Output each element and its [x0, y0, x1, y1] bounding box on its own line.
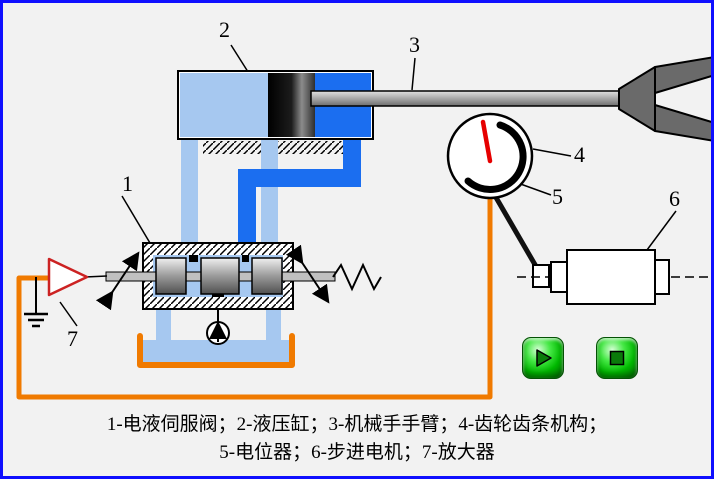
pressure-pipe	[238, 137, 361, 253]
potentiometer-arc	[464, 121, 527, 193]
callout-1: 1	[122, 171, 133, 196]
schematic-svg	[16, 44, 711, 400]
servo-valve	[105, 242, 336, 310]
callout-4: 4	[574, 142, 585, 167]
valve-arrow-left	[95, 251, 140, 311]
play-icon	[536, 349, 552, 367]
valve-spool-land	[251, 257, 283, 295]
feedback-wire	[16, 196, 493, 400]
needle	[480, 119, 493, 164]
return-pipes	[156, 137, 281, 343]
stop-button[interactable]	[596, 337, 638, 379]
play-button[interactable]	[522, 337, 564, 379]
gripper	[618, 56, 711, 142]
callout-5: 5	[552, 184, 563, 209]
callout-3: 3	[409, 32, 420, 57]
piston-rod	[310, 90, 624, 107]
valve-spool-land	[155, 257, 187, 295]
valve-spool-land	[200, 257, 240, 295]
piston	[268, 73, 315, 137]
amplifier-triangle	[47, 257, 89, 297]
caption-line-1: 1-电液伺服阀；2-液压缸；3-机械手手臂；4-齿轮齿条机构；	[106, 414, 608, 435]
amplifier	[24, 257, 108, 328]
callout-2: 2	[219, 17, 230, 42]
stop-icon	[609, 350, 625, 366]
callout-7: 7	[67, 326, 78, 351]
caption: 1-电液伺服阀；2-液压缸；3-机械手手臂；4-齿轮齿条机构； 5-电位器；6-…	[3, 411, 711, 467]
gear-potentiometer	[446, 112, 534, 200]
stepper-motor	[517, 249, 711, 305]
valve-arrow-right	[285, 244, 330, 304]
caption-line-2: 5-电位器；6-步进电机；7-放大器	[219, 442, 495, 463]
spring-symbol	[332, 262, 382, 292]
callout-6: 6	[669, 186, 680, 211]
ground-symbol	[24, 277, 48, 328]
leader-lines	[59, 44, 677, 327]
